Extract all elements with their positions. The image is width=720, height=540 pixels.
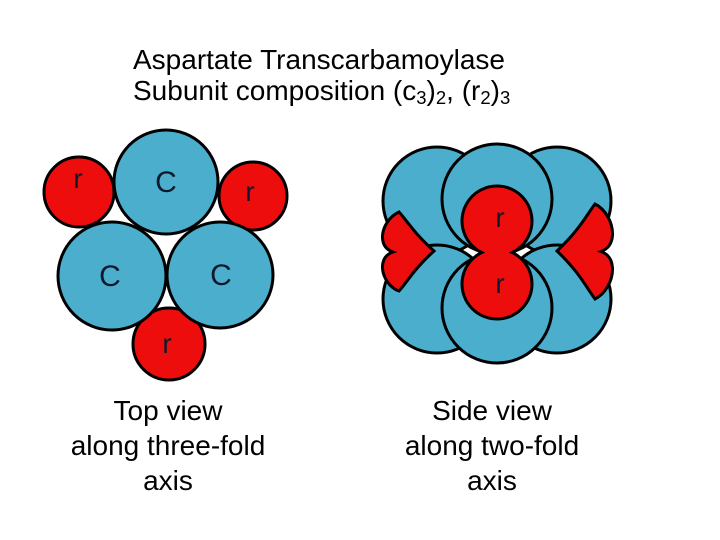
title-subscript: 3 xyxy=(416,87,427,109)
catalytic-subunit-label: C xyxy=(99,260,121,293)
title-subscript: 2 xyxy=(435,87,447,109)
regulatory-dimer-shape xyxy=(460,184,534,321)
top-view-diagram: r r r C C C xyxy=(42,128,289,382)
title-segment: , (r xyxy=(446,75,481,106)
regulatory-subunit-label: r xyxy=(162,328,171,359)
regulatory-subunit-circle xyxy=(217,160,289,232)
regulatory-subunit-peek-shape xyxy=(554,202,615,301)
caption-line: axis xyxy=(467,465,517,496)
title-subscript: 3 xyxy=(499,87,511,109)
regulatory-subunit-peek-shape xyxy=(381,210,437,293)
caption-line: Side view xyxy=(432,395,552,426)
regulatory-subunit-label: r xyxy=(73,163,82,194)
regulatory-subunit-circle xyxy=(131,306,207,382)
caption-line: along two-fold xyxy=(404,430,580,461)
catalytic-subunit-circle xyxy=(112,128,220,236)
catalytic-subunit-label: C xyxy=(210,259,232,292)
caption-line: Top view xyxy=(113,395,223,426)
title-subscript: 2 xyxy=(480,87,491,109)
regulatory-subunit-label: r xyxy=(245,176,254,207)
title-segment: ) xyxy=(490,75,500,106)
regulatory-subunit-label: r xyxy=(495,202,504,233)
slide-title: Aspartate Transcarbamoylase Subunit comp… xyxy=(133,44,510,113)
catalytic-subunit-circle xyxy=(165,220,275,330)
regulatory-subunit-label: r xyxy=(495,268,504,299)
slide-title-line1: Aspartate Transcarbamoylase xyxy=(133,44,505,75)
slide-title-line2: Subunit composition (c3)2, (r2)3 xyxy=(133,75,510,113)
left-view-caption: Top view along three-fold axis xyxy=(48,393,288,498)
catalytic-subunit-label: C xyxy=(155,166,177,199)
title-segment: Subunit composition (c xyxy=(133,75,417,106)
title-segment: ) xyxy=(426,75,436,106)
caption-line: axis xyxy=(143,465,193,496)
caption-line: along three-fold xyxy=(70,430,266,461)
side-view-diagram: r r xyxy=(381,142,615,365)
right-view-caption: Side view along two-fold axis xyxy=(372,393,612,498)
